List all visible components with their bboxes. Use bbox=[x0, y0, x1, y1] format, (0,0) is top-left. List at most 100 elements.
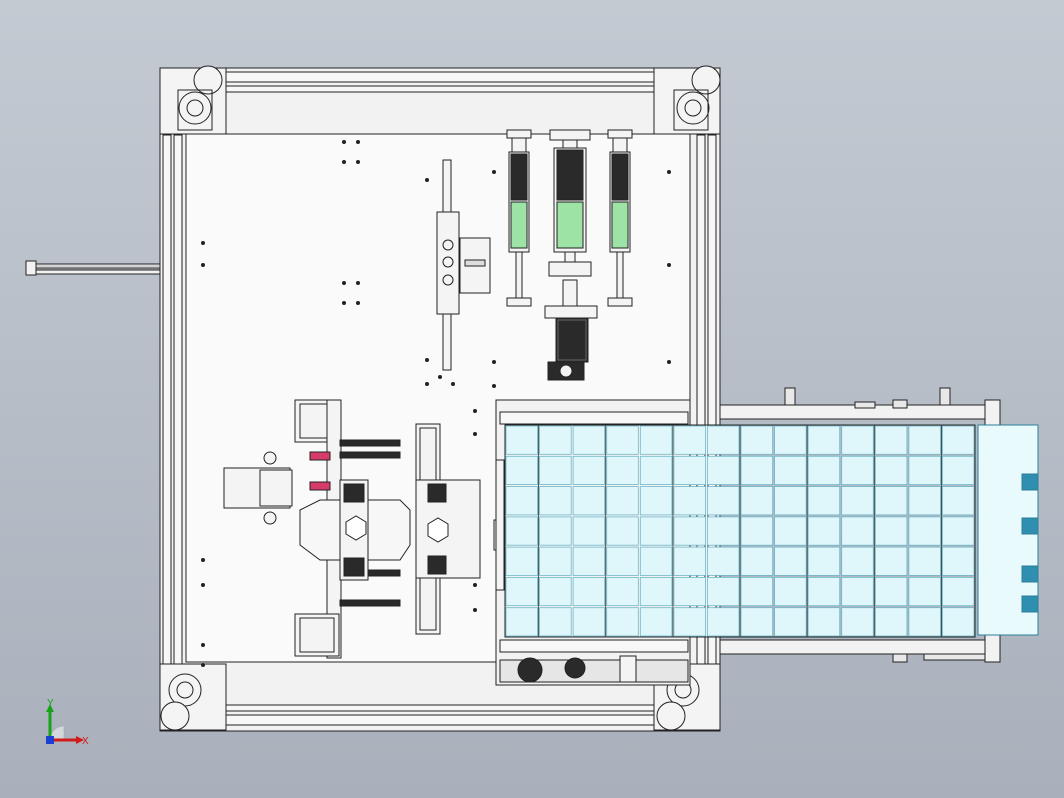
belt-tile bbox=[505, 516, 539, 546]
belt-tile bbox=[707, 486, 740, 516]
belt-tile bbox=[942, 455, 975, 485]
belt-tile bbox=[505, 425, 539, 455]
conveyor-end-blocks bbox=[977, 424, 1039, 636]
belt-tile bbox=[774, 546, 807, 576]
belt-tile bbox=[807, 607, 841, 637]
belt-tile bbox=[539, 516, 572, 546]
belt-tile bbox=[639, 577, 673, 607]
y-axis-label: Y bbox=[47, 698, 54, 709]
belt-tile bbox=[606, 546, 639, 576]
gripper-assembly-left bbox=[223, 399, 411, 659]
belt-tile bbox=[841, 516, 874, 546]
x-axis-label: X bbox=[82, 736, 89, 747]
belt-tile bbox=[908, 425, 941, 455]
belt-tile bbox=[774, 516, 807, 546]
belt-tile bbox=[774, 455, 807, 485]
belt-tile bbox=[942, 486, 975, 516]
cylinder-right bbox=[607, 129, 633, 307]
belt-tile bbox=[807, 486, 841, 516]
belt-tile bbox=[572, 577, 606, 607]
linear-slide-module bbox=[436, 159, 491, 371]
caster-top-right bbox=[653, 65, 721, 135]
belt-tile bbox=[673, 455, 706, 485]
servo-motor bbox=[544, 305, 598, 381]
belt-tile bbox=[841, 607, 874, 637]
conveyor-belt-frame bbox=[504, 424, 976, 638]
belt-tile bbox=[841, 577, 874, 607]
belt-tile bbox=[942, 425, 975, 455]
belt-tile bbox=[740, 607, 774, 637]
side-rod bbox=[25, 260, 161, 276]
belt-tile bbox=[942, 516, 975, 546]
belt-tile bbox=[841, 546, 874, 576]
belt-tile bbox=[774, 486, 807, 516]
belt-tile bbox=[942, 577, 975, 607]
belt-tile bbox=[707, 455, 740, 485]
coordinate-triad bbox=[38, 700, 98, 756]
belt-tile bbox=[505, 486, 539, 516]
cylinder-left bbox=[506, 129, 532, 307]
belt-tile bbox=[874, 546, 908, 576]
belt-tile bbox=[707, 577, 740, 607]
belt-tile bbox=[639, 486, 673, 516]
belt-tile bbox=[740, 546, 774, 576]
belt-tile bbox=[807, 577, 841, 607]
belt-tile bbox=[740, 455, 774, 485]
belt-tile bbox=[740, 516, 774, 546]
belt-tile bbox=[539, 577, 572, 607]
belt-tile bbox=[606, 486, 639, 516]
belt-tile bbox=[572, 546, 606, 576]
belt-tile bbox=[572, 455, 606, 485]
belt-tile bbox=[874, 607, 908, 637]
belt-tile bbox=[505, 577, 539, 607]
belt-tile bbox=[774, 577, 807, 607]
caster-top-left bbox=[159, 65, 227, 135]
belt-tile bbox=[740, 486, 774, 516]
belt-tile bbox=[572, 607, 606, 637]
belt-tile bbox=[707, 516, 740, 546]
belt-tile bbox=[673, 486, 706, 516]
belt-tile bbox=[908, 577, 941, 607]
belt-tile bbox=[874, 577, 908, 607]
belt-tile bbox=[707, 546, 740, 576]
belt-tile bbox=[606, 577, 639, 607]
belt-tile bbox=[606, 516, 639, 546]
belt-tile bbox=[908, 455, 941, 485]
belt-tile bbox=[908, 607, 941, 637]
belt-tile bbox=[639, 425, 673, 455]
belt-tile bbox=[539, 486, 572, 516]
belt-tile bbox=[942, 546, 975, 576]
gripper-rail-center bbox=[415, 423, 503, 635]
belt-tile bbox=[539, 607, 572, 637]
belt-tile bbox=[606, 425, 639, 455]
belt-tile bbox=[673, 607, 706, 637]
belt-tile bbox=[606, 455, 639, 485]
belt-tile bbox=[505, 607, 539, 637]
belt-tile bbox=[505, 546, 539, 576]
caster-bottom-left bbox=[159, 663, 227, 731]
belt-tile bbox=[673, 516, 706, 546]
conveyor-belt bbox=[505, 425, 975, 637]
belt-tile bbox=[606, 607, 639, 637]
belt-tile bbox=[874, 486, 908, 516]
belt-tile bbox=[841, 455, 874, 485]
belt-tile bbox=[908, 546, 941, 576]
belt-tile bbox=[841, 425, 874, 455]
belt-tile bbox=[639, 455, 673, 485]
belt-tile bbox=[774, 425, 807, 455]
belt-tile bbox=[807, 455, 841, 485]
belt-tile bbox=[841, 486, 874, 516]
belt-tile bbox=[572, 425, 606, 455]
belt-tile bbox=[807, 516, 841, 546]
belt-tile bbox=[673, 577, 706, 607]
belt-tile bbox=[908, 516, 941, 546]
belt-tile bbox=[673, 546, 706, 576]
belt-tile bbox=[572, 516, 606, 546]
belt-tile bbox=[539, 546, 572, 576]
belt-tile bbox=[740, 577, 774, 607]
belt-tile bbox=[505, 455, 539, 485]
belt-tile bbox=[572, 486, 606, 516]
belt-tile bbox=[908, 486, 941, 516]
